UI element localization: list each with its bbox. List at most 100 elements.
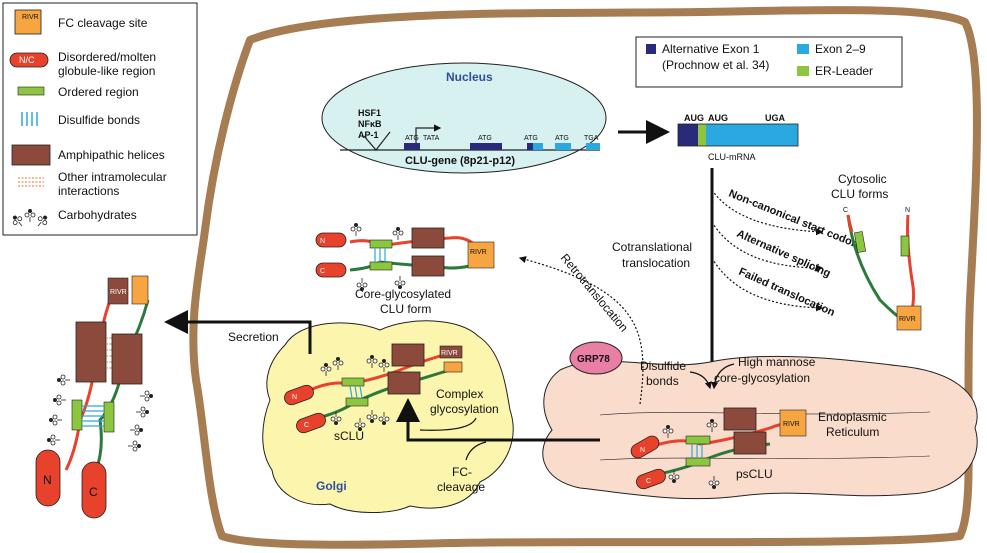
er-label-1: Endoplasmic (818, 410, 887, 424)
site-atg-2: ATG (478, 135, 492, 142)
er-golgi-arrow (396, 398, 600, 442)
retro-label: Retrotranslocation (558, 251, 631, 335)
sclu-protein: RIVR N C (284, 343, 463, 434)
svg-text:N: N (43, 473, 52, 487)
gene-exon-2a (527, 143, 533, 150)
grp78-chaperone (569, 341, 623, 375)
legend-nc-tag: N/C (19, 55, 35, 65)
svg-text:RIVR: RIVR (110, 289, 127, 296)
svg-text:N: N (640, 447, 645, 454)
golgi-label: Golgi (316, 479, 347, 493)
svg-text:N: N (905, 207, 910, 214)
mannose-label-1: High mannose (738, 355, 816, 369)
disulfide-pointer (689, 371, 712, 390)
fc-site-icon (14, 9, 42, 35)
factor-nfkb: NFκB (358, 119, 382, 129)
helix-icon (11, 144, 51, 166)
alt-exon-label: Alternative Exon 1 (662, 42, 760, 56)
complex-pointer (419, 417, 477, 431)
gene-exon-3 (555, 143, 571, 150)
factor-hsf1: HSF1 (358, 108, 381, 118)
grp78-label: GRP78 (577, 354, 610, 365)
mannose-pointer (711, 363, 735, 390)
svg-text:RIVR: RIVR (899, 316, 916, 323)
mrna-bar (677, 123, 799, 147)
secretion-label: Secretion (228, 330, 279, 344)
svg-text:C: C (646, 478, 651, 485)
svg-text:RIVR: RIVR (441, 350, 458, 357)
svg-text:C: C (89, 485, 98, 499)
legend-box (2, 2, 198, 236)
endoplasmic-reticulum (542, 355, 978, 500)
complex-label-1: Complex (436, 387, 483, 401)
cytosolic-protein: RIVR C N (843, 207, 922, 331)
legend-interactions: Other intramolecular interactions (58, 170, 167, 198)
alt-exon-ref: (Prochnow et al. 34) (662, 58, 769, 72)
path-failed (711, 257, 824, 312)
psclu-protein: RIVR N C (630, 407, 807, 490)
mrna-label: CLU-mRNA (708, 152, 756, 162)
disulfide-icon (21, 112, 38, 126)
disulfide-label-2: bonds (646, 374, 679, 388)
gene-exon-2b (533, 143, 543, 150)
cytosol-title-2: CLU forms (831, 187, 888, 201)
cytosol-title-1: Cytosolic (838, 172, 887, 186)
cotrans-label-2: translocation (622, 256, 690, 270)
mannose-label-2: core-glycosylation (714, 371, 810, 385)
exon-label: Exon 2–9 (815, 42, 866, 56)
legend-rivr-tag: RIVR (22, 14, 39, 21)
psclu-label: psCLU (736, 467, 773, 481)
cotrans-label-1: Cotranslational (612, 240, 692, 254)
svg-text:N: N (292, 394, 297, 401)
er-label-2: Reticulum (826, 425, 879, 439)
er-leader-swatch (797, 66, 809, 76)
disulfide-label-1: Disulfide (640, 359, 686, 373)
site-atg-1: ATG (405, 135, 419, 142)
legend-fc-cleavage: FC cleavage site (58, 16, 148, 30)
interaction-icon (18, 177, 44, 187)
site-tga: TGA (584, 135, 599, 142)
ordered-icon (17, 86, 45, 96)
site-atg-4: ATG (555, 135, 569, 142)
tss-arrow (415, 124, 442, 150)
gene-exon-alt (404, 143, 420, 150)
mrna-aug-2: AUG (708, 113, 728, 123)
exon-legend-box (635, 36, 903, 88)
complex-label-2: glycosylation (430, 402, 499, 416)
fc-pointer (465, 441, 487, 461)
core-glyco-protein: RIVR N C (315, 222, 495, 292)
mrna-aug-1: AUG (684, 113, 704, 123)
svg-text:C: C (843, 207, 848, 214)
alt-exon-swatch (646, 44, 656, 54)
gene-exon-4 (586, 143, 600, 150)
factor-ap1: AP-1 (358, 130, 379, 140)
legend-ordered: Ordered region (58, 85, 139, 99)
gene-exon-1 (470, 143, 502, 150)
svg-text:N: N (320, 238, 325, 245)
core-glyco-label-1: Core-glycosylated (355, 287, 451, 301)
legend-disordered-wrap: Disordered/molten globule-like region (58, 50, 157, 78)
site-atg-3: ATG (524, 135, 538, 142)
legend-carbohydrates: Carbohydrates (58, 208, 137, 222)
sclu-label: sCLU (334, 429, 364, 443)
svg-text:C: C (320, 268, 325, 275)
legend-helices: Amphipathic helices (58, 148, 165, 162)
fc-label-1: FC- (452, 465, 472, 479)
gene-label: CLU-gene (8p21-p12) (405, 155, 515, 167)
svg-text:RIVR: RIVR (783, 421, 800, 428)
fc-label-2: cleavage (437, 480, 485, 494)
svg-text:RIVR: RIVR (470, 249, 487, 256)
secreted-clu-protein: RIVR N C (35, 275, 154, 519)
nucleus-title: Nucleus (446, 70, 493, 84)
legend-interactions-wrap: Other intramolecular interactions (58, 170, 167, 198)
svg-text:C: C (304, 422, 309, 429)
cell-membrane (189, 6, 981, 549)
disordered-icon (9, 52, 49, 68)
secretion-arrow (164, 310, 312, 354)
core-glyco-label-2: CLU form (380, 302, 431, 316)
legend-disordered: Disordered/molten globule-like region (58, 50, 157, 78)
exon-swatch (797, 44, 809, 54)
er-leader-label: ER-Leader (815, 64, 873, 78)
mrna-uga: UGA (765, 113, 786, 123)
